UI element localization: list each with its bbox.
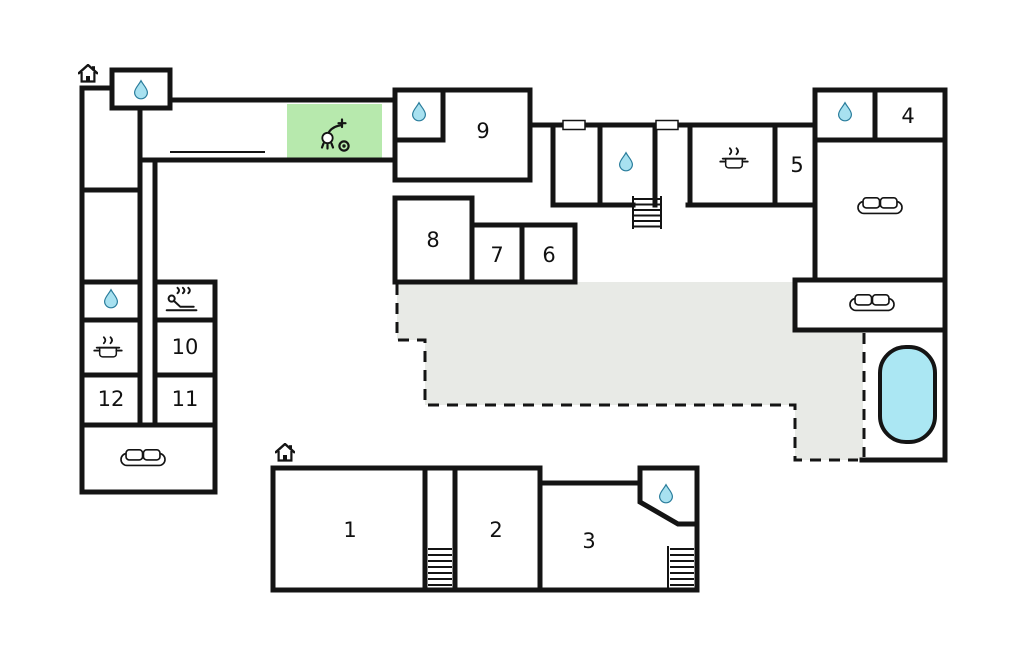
water-drop-icon (618, 152, 634, 172)
room-right-wing (812, 87, 948, 283)
room-label-7: 7 (490, 243, 503, 267)
room-label-10: 10 (172, 335, 199, 359)
room-label-5: 5 (790, 153, 803, 177)
room-9 (392, 87, 533, 183)
room-label-9: 9 (476, 119, 489, 143)
window-mark (562, 119, 586, 131)
outdoor-shower-area (287, 104, 382, 162)
wall-segment (637, 480, 700, 527)
house-entrance-icon (78, 64, 98, 83)
room-label-8: 8 (426, 228, 439, 252)
bottom-building-outline (270, 465, 700, 593)
room-6 (519, 222, 578, 285)
room-label-1: 1 (343, 518, 356, 542)
room-label-2: 2 (489, 518, 502, 542)
room-label-4: 4 (901, 104, 914, 128)
room-label-3: 3 (582, 529, 595, 553)
stairs-icon (667, 546, 694, 588)
terrace (397, 282, 863, 460)
stairs-icon (632, 196, 662, 229)
house-entrance-icon (275, 443, 295, 462)
sofa-icon (849, 293, 895, 312)
room-column-2 (152, 279, 218, 428)
sofa-icon (120, 448, 166, 467)
stairs-icon (428, 548, 452, 586)
room-label-11: 11 (172, 387, 199, 411)
room-label-6: 6 (542, 243, 555, 267)
wall-pool-area (859, 325, 948, 463)
cooking-pot-icon (719, 147, 749, 169)
room-label-12: 12 (98, 387, 125, 411)
terrace-dashed-boundary (395, 284, 858, 462)
pool (878, 345, 937, 444)
window-mark (655, 119, 679, 131)
sofa-icon (857, 196, 903, 215)
